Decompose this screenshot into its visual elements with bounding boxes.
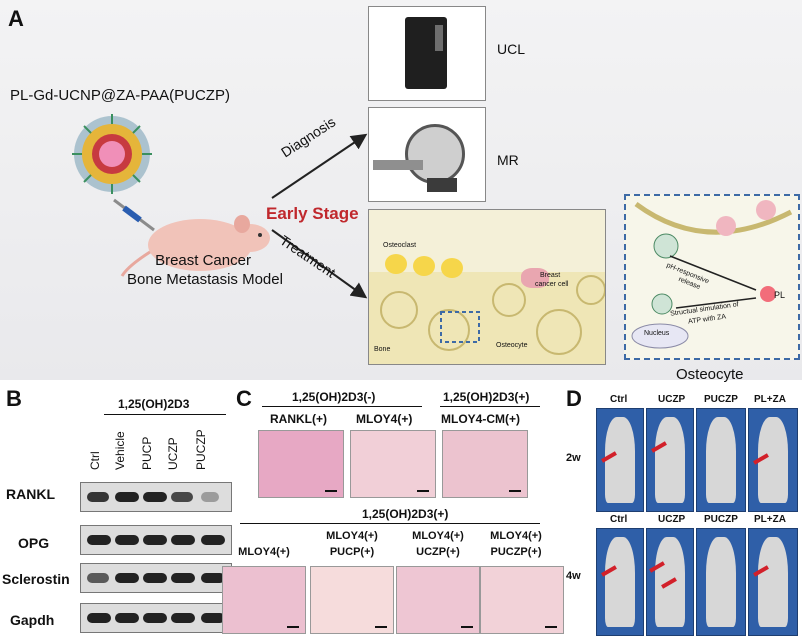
ct-4w-plza [748, 528, 798, 636]
micro-image-mloy4 [350, 430, 436, 498]
diagnosis-treatment-arrows [271, 133, 368, 299]
bone-microenvironment-image [368, 209, 606, 365]
blot-gapdh [80, 603, 232, 633]
ucl-device-image [368, 6, 486, 101]
panel-b-header-line [104, 414, 226, 415]
panel-c-letter: C [236, 386, 252, 411]
mouse-illustration [120, 215, 270, 277]
micro-bottom-image-4 [480, 566, 564, 634]
row-label-rankl: RANKL [6, 486, 55, 502]
micro-bottom-image-2 [310, 566, 394, 634]
micro-label-mloy4-cm: MLOY4-CM(+) [441, 412, 520, 426]
panel-c-top-left-header: 1,25(OH)2D3(-) [292, 390, 376, 404]
row-label-sclerostin: Sclerostin [2, 571, 70, 587]
ct-4w-ctrl [596, 528, 644, 636]
panel-a-letter: A [8, 6, 24, 31]
micro-bottom-label-3-line1: MLOY4(+) [412, 530, 464, 542]
micro-label-mloy4: MLOY4(+) [356, 412, 413, 426]
osteoclast-label: Osteoclast [383, 242, 417, 249]
nanoparticle-illustration [72, 114, 152, 194]
micro-image-rankl [258, 430, 344, 498]
mr-label: MR [497, 152, 519, 168]
panel-c-top-right-line [440, 406, 540, 407]
breast-cell-label-line1: Breast [540, 272, 561, 279]
ct-col-label-plza-bottom: PL+ZA [754, 514, 786, 525]
micro-image-mloy4-cm [442, 430, 528, 498]
model-label-line1: Breast Cancer [155, 252, 251, 269]
ct-col-label-ctrl-top: Ctrl [610, 394, 628, 405]
syringe-icon [113, 198, 155, 232]
ct-2w-uczp [646, 408, 694, 512]
ct-col-label-puczp-bottom: PUCZP [704, 514, 738, 525]
row-label-opg: OPG [18, 535, 50, 551]
osteocyte-inset [624, 194, 800, 360]
ct-col-label-uczp-bottom: UCZP [658, 514, 686, 525]
micro-bottom-label-2-line1: MLOY4(+) [326, 530, 378, 542]
micro-bottom-label-2-line2: PUCP(+) [329, 546, 375, 558]
panel-c-top-right-header: 1,25(OH)2D3(+) [443, 390, 530, 404]
ct-col-label-ctrl-bottom: Ctrl [610, 514, 628, 525]
bone-label: Bone [374, 346, 391, 353]
ct-2w-plza [748, 408, 798, 512]
lane-label-pucp: PUCP [140, 436, 154, 470]
micro-label-rankl: RANKL(+) [270, 412, 327, 426]
panel-c-top-left-line [262, 406, 422, 407]
micro-bottom-image-1 [222, 566, 306, 634]
pl-label: PL [774, 290, 786, 300]
panel-d-letter: D [566, 386, 582, 411]
ct-2w-ctrl [596, 408, 644, 512]
osteocyte-inner-label: Osteocyte [496, 342, 528, 349]
lane-label-ctrl: Ctrl [88, 451, 102, 470]
ct-row-label-2w: 2w [566, 452, 581, 464]
ct-row-label-4w: 4w [566, 570, 581, 582]
ucl-label: UCL [497, 41, 526, 57]
micro-bottom-label-4-line2: PUCZP(+) [490, 546, 542, 558]
panel-c-bottom-line [240, 523, 540, 524]
lane-label-vehicle: Vehicle [113, 431, 127, 470]
ct-col-label-plza-top: PL+ZA [754, 394, 786, 405]
ct-col-label-uczp-top: UCZP [658, 394, 686, 405]
ct-4w-uczp [646, 528, 694, 636]
ct-col-label-puczp-top: PUCZP [704, 394, 738, 405]
row-label-gapdh: Gapdh [10, 612, 55, 628]
blot-sclerostin [80, 563, 232, 593]
panel-b-letter: B [6, 386, 22, 411]
lane-label-uczp: UCZP [166, 437, 180, 470]
micro-bottom-label-3-line2: UCZP(+) [416, 546, 460, 558]
ct-2w-puczp [696, 408, 746, 512]
panel-b-treatment-header: 1,25(OH)2D3 [118, 397, 190, 411]
model-label-line2: Bone Metastasis Model [127, 271, 283, 288]
panel-c-bottom-header: 1,25(OH)2D3(+) [362, 507, 449, 521]
ct-4w-puczp [696, 528, 746, 636]
breast-cell-label-line2: cancer cell [535, 281, 569, 288]
early-stage-label: Early Stage [266, 204, 359, 223]
blot-rankl [80, 482, 232, 512]
micro-bottom-label-1-line1: MLOY4(+) [238, 546, 290, 558]
micro-bottom-image-3 [396, 566, 480, 634]
micro-bottom-label-4-line1: MLOY4(+) [490, 530, 542, 542]
lane-label-puczp: PUCZP [194, 429, 208, 470]
inset-title: Osteocyte [676, 366, 744, 383]
mr-device-image [368, 107, 486, 202]
blot-opg [80, 525, 232, 555]
nucleus-label: Nucleus [644, 330, 670, 337]
nanoparticle-label: PL-Gd-UCNP@ZA-PAA(PUCZP) [10, 87, 230, 104]
